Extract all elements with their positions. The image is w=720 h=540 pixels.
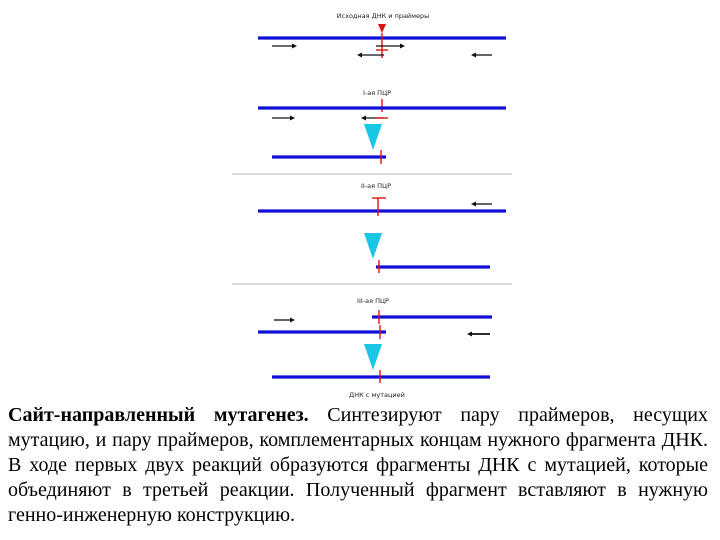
transition-arrow (364, 344, 382, 370)
primer-reverse-outer (471, 52, 492, 58)
stage-label-pcr-3: III-ая ПЦР (357, 297, 389, 305)
primer-forward-outer (272, 115, 295, 121)
stage-label-pcr-2: II-ая ПЦР (361, 182, 391, 190)
stage-label-original: Исходная ДНК и праймеры (337, 12, 430, 20)
caption-title: Сайт-направленный мутагенез. (8, 404, 309, 426)
caption: Сайт-направленный мутагенез. Синтезируют… (8, 403, 708, 528)
primer-forward-outer (272, 43, 297, 49)
stage-label-pcr-1: I-ая ПЦР (363, 89, 391, 97)
primer-reverse-outer (471, 201, 492, 207)
mutagenesis-diagram: Исходная ДНК и праймеры I-ая ПЦР II-ая П… (232, 12, 512, 399)
primer-reverse-outer (467, 331, 490, 337)
mutation-site-marker (378, 24, 386, 33)
primer-reverse-mutant (357, 52, 384, 58)
caption-body: Синтезируют пару праймеров, несущих мута… (8, 404, 708, 526)
transition-arrow (364, 233, 382, 259)
stage-label-mutant-dna: ДНК с мутацией (349, 391, 405, 399)
transition-arrow (364, 124, 382, 150)
primer-forward-outer (274, 317, 295, 323)
primer-forward-mutant (376, 43, 405, 49)
